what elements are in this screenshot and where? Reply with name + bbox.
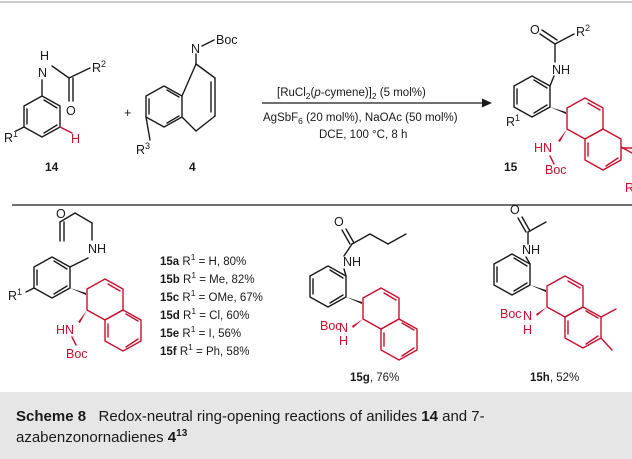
cmpd14-o-label: O [66,104,76,118]
c15g-boc-label: Boc [320,319,342,333]
cmpd4-boc-label: Boc [216,33,238,47]
c15g-caption: 15g, 76% [350,372,399,384]
reaction-arrow [262,98,492,108]
cmpd15-r-cut-label: R [625,181,632,195]
c15h-caption: 15h, 52% [530,372,579,384]
list-item: 15b R1 = Me, 82% [160,270,255,286]
compound-4: Boc N R3 4 [136,33,238,174]
cmpd15-boc-label: Boc [545,163,567,177]
generic-o-label: O [56,207,66,221]
c15h-nh-label: NH [522,243,540,257]
cmpd15-number: 15 [504,160,518,174]
scheme-number: Scheme 8 [16,408,87,425]
cmpd14-h-label: H [40,49,49,63]
list-item: 15a R1 = H, 80% [160,252,246,268]
list-item: 15c R1 = OMe, 67% [160,288,263,304]
list-item: 15d R1 = Cl, 60% [160,306,249,322]
conditions-line-2: AgSbF6 (20 mol%), NaOAc (50 mol%) [263,112,458,126]
substituent-list: 15a R1 = H, 80% 15b R1 = Me, 82% 15c R1 … [160,252,263,358]
cmpd15-r2-label: R2 [576,23,590,39]
compound-15: O R2 NH R1 HN Boc R 15 [504,23,632,195]
caption-text-1: Redox-neutral ring-opening reactions of … [86,408,422,425]
c15g-o-label: O [334,215,344,229]
generic-boc-label: Boc [66,347,88,361]
generic-r1-label: R1 [8,287,22,303]
caption-ref-4: 4 [167,429,177,446]
cmpd14-r1-label: R1 [4,129,18,145]
cmpd14-r2-label: R2 [92,59,106,75]
compound-15h: O NH Boc N H 15h, 52% [493,203,617,384]
compound-14: H N O R2 H R1 14 [4,49,106,174]
cmpd14-ch-label: H [71,132,80,146]
cmpd15-hn-label: HN [534,141,552,155]
generic-nh-label: NH [88,242,106,256]
compound-15a-f: O NH R1 HN Boc [8,207,142,361]
cmpd4-number: 4 [189,160,196,174]
conditions-line-3: DCE, 100 °C, 8 h [319,129,407,141]
c15h-boc-label: Boc [500,307,522,321]
caption-text-2: and 7-azabenzonornadienes [16,408,485,446]
list-item: 15e R1 = I, 56% [160,324,241,340]
cmpd15-nh-label: NH [552,63,570,77]
cmpd14-n-label: N [38,66,47,80]
conditions-line-1: [RuCl2(p-cymene)]2 (5 mol%) [277,87,426,101]
caption-citation: 13 [176,428,188,439]
cmpd15-o-label: O [530,23,540,37]
c15g-h-label: H [339,334,348,348]
c15h-o-label: O [510,203,520,217]
cmpd4-r3-label: R3 [136,141,150,157]
cmpd14-number: 14 [45,160,59,174]
c15h-h-label: H [523,323,532,337]
caption-ref-14: 14 [421,408,438,425]
generic-hn-label: HN [56,323,74,337]
c15g-n-label: N [339,321,348,335]
c15g-nh-label: NH [343,255,361,269]
plus-sign: + [124,106,131,120]
cmpd4-n-label: N [191,42,200,56]
c15h-n-label: N [523,309,532,323]
scheme-caption: Scheme 8 Redox-neutral ring-opening reac… [0,392,632,459]
list-item: 15f R1 = Ph, 58% [160,342,249,358]
cmpd15-r1-label: R1 [506,113,520,129]
compound-15g: O NH Boc N H 15g, 76% [309,215,418,384]
reaction-scheme: H N O R2 H R1 14 + Boc N R3 4 [RuCl2(p-c… [0,1,632,384]
